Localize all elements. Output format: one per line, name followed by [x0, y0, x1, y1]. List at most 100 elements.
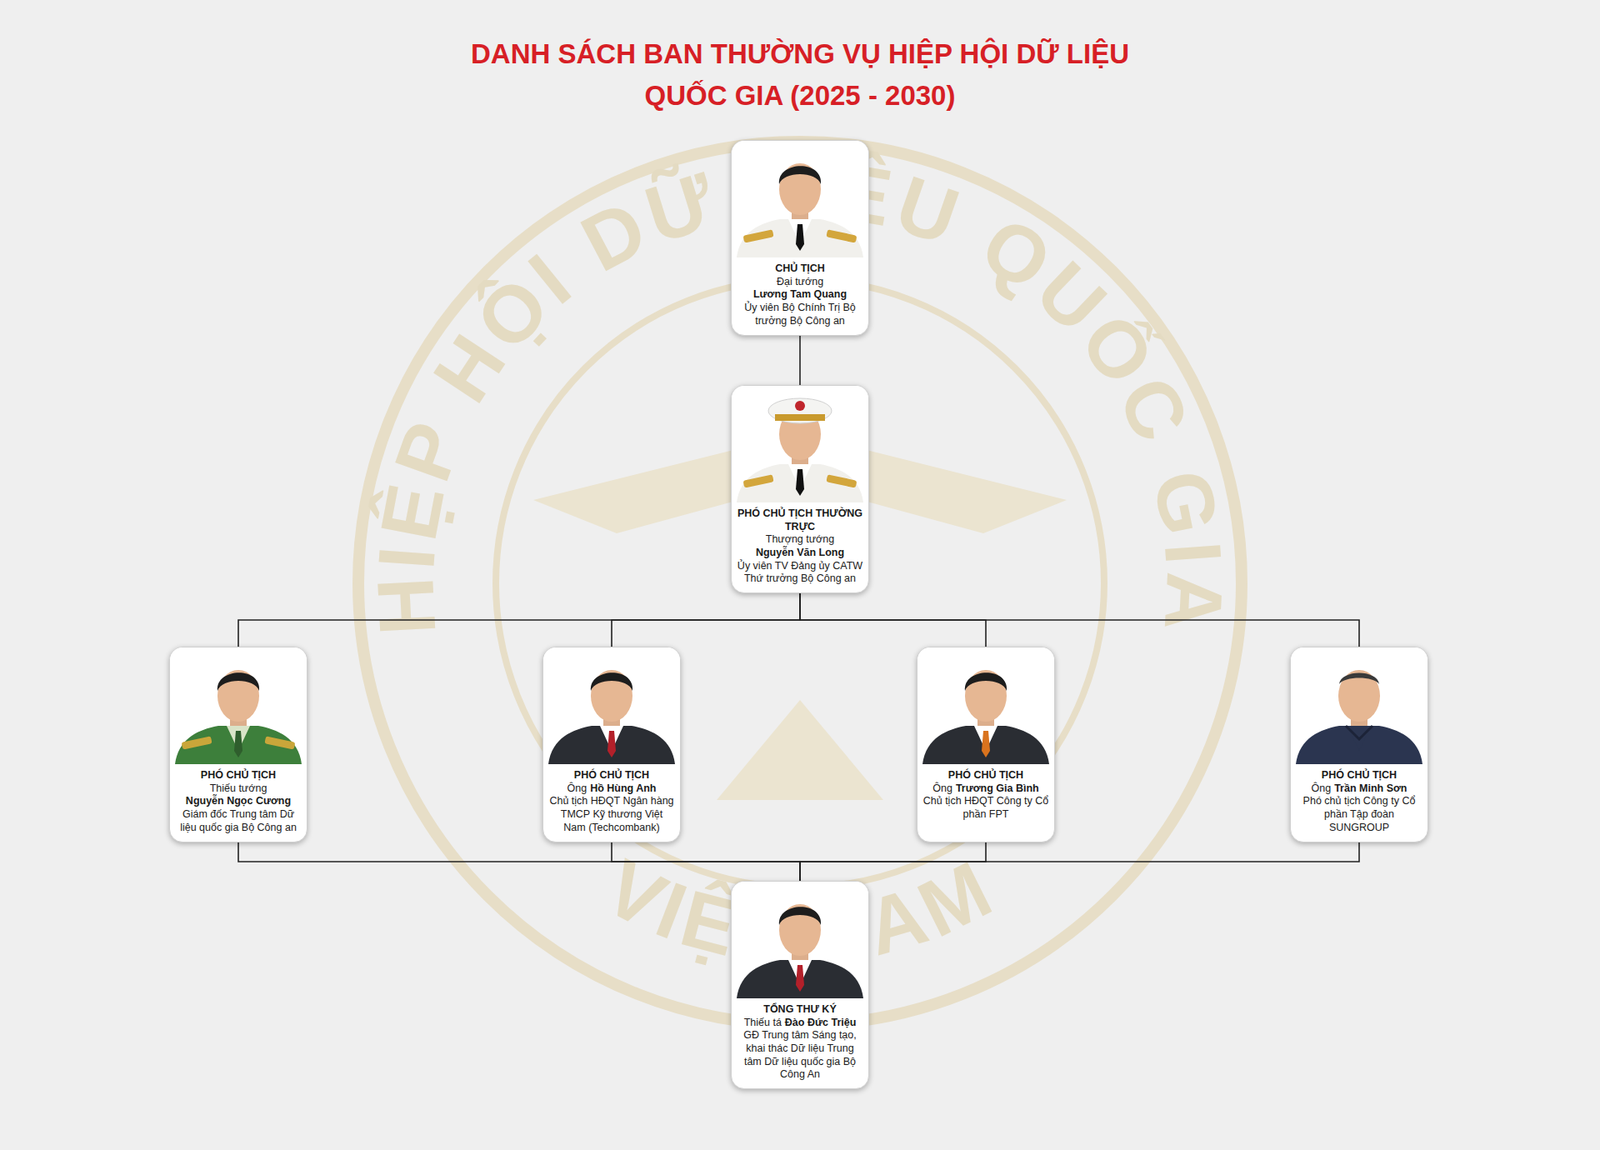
connector	[799, 335, 801, 385]
card-text: PHÓ CHỦ TỊCHÔngTrần Minh SơnPhó chủ tịch…	[1290, 764, 1428, 841]
member-card: PHÓ CHỦ TỊCHÔngTrần Minh SơnPhó chủ tịch…	[1290, 646, 1429, 843]
name-line: Thiếu táĐào Đức Triệu	[736, 1016, 864, 1030]
photo-shape	[965, 670, 1007, 722]
photo-shape	[731, 385, 869, 503]
watermark-text: HIỆP HỘI DỮ LIỆU QUỐC GIA	[360, 143, 1240, 638]
name-line: Đại tướngLương Tam Quang	[736, 275, 864, 302]
role-title: PHÓ CHỦ TỊCH	[548, 769, 675, 783]
role-title: CHỦ TỊCH	[736, 262, 864, 276]
photo-shape	[743, 229, 775, 243]
photo-shape	[736, 464, 864, 503]
person-name: Nguyễn Ngọc Cương	[185, 795, 291, 807]
photo-shape	[743, 474, 775, 488]
photo-shape	[917, 647, 1055, 765]
photo-shape	[590, 670, 633, 722]
member-card: PHÓ CHỦ TỊCHThiếu tướngNguyễn Ngọc Cương…	[169, 646, 308, 843]
photo-shape	[731, 881, 869, 999]
portrait-photo	[731, 881, 869, 999]
card-text: PHÓ CHỦ TỊCH THƯỜNG TRỰCThượng tướngNguy…	[731, 502, 869, 593]
photo-shape	[779, 906, 821, 925]
photo-shape	[736, 960, 864, 999]
name-line: Thượng tướngNguyễn Văn Long	[736, 533, 864, 560]
portrait-photo	[170, 647, 307, 765]
rank-title: Thiếu tướng	[175, 782, 302, 796]
photo-shape	[779, 904, 821, 956]
photo-shape	[1338, 670, 1380, 722]
photo-shape	[607, 730, 616, 758]
photo-shape	[736, 219, 864, 258]
photo-shape	[768, 398, 832, 424]
photo-shape	[217, 672, 260, 691]
person-name: Trương Gia Bình	[955, 782, 1040, 795]
photo-shape	[779, 165, 821, 185]
position-description: Chủ tịch HĐQT Công ty Cổ phần FPT	[922, 795, 1050, 821]
portrait-photo	[731, 140, 869, 258]
photo-shape	[1295, 725, 1423, 765]
photo-shape	[965, 672, 1007, 691]
connector	[800, 842, 1360, 881]
member-card: PHÓ CHỦ TỊCHÔngTrương Gia BìnhChủ tịch H…	[916, 646, 1055, 843]
portrait-photo	[917, 647, 1055, 765]
role-title: PHÓ CHỦ TỊCH	[1295, 769, 1423, 783]
photo-shape	[170, 647, 307, 765]
card-text: TỔNG THƯ KÝThiếu táĐào Đức TriệuGĐ Trung…	[731, 998, 869, 1089]
rank-title: Thiếu tá	[744, 1016, 782, 1029]
photo-shape	[825, 229, 857, 243]
photo-shape	[1345, 725, 1373, 740]
card-text: PHÓ CHỦ TỊCHThiếu tướngNguyễn Ngọc Cương…	[170, 764, 307, 841]
card-text: PHÓ CHỦ TỊCHÔngTrương Gia BìnhChủ tịch H…	[917, 764, 1055, 829]
portrait-photo	[1290, 647, 1428, 765]
photo-shape	[825, 474, 857, 488]
photo-shape	[795, 224, 805, 251]
photo-shape	[548, 725, 675, 765]
photo-shape	[175, 725, 302, 765]
watermark-text: HIỆP HỘI DỮ LIỆU QUỐC GIA	[360, 143, 1240, 638]
connector	[238, 842, 800, 881]
member-card: CHỦ TỊCHĐại tướngLương Tam QuangỦy viên …	[730, 140, 870, 336]
diagram-title: DANH SÁCH BAN THƯỜNG VỤ HIỆP HỘI DỮ LIỆU…	[466, 33, 1134, 117]
connector	[238, 593, 800, 647]
name-line: ÔngTrương Gia Bình	[922, 782, 1050, 796]
watermark-ring	[358, 141, 1242, 1025]
photo-shape	[181, 735, 213, 750]
member-card: PHÓ CHỦ TỊCHÔngHồ Hùng AnhChủ tịch HĐQT …	[542, 646, 681, 843]
photo-shape	[234, 730, 243, 758]
role-title: PHÓ CHỦ TỊCH	[175, 769, 302, 783]
rank-title: Ông	[1310, 782, 1331, 795]
position-description: Chủ tịch HĐQT Ngân hàng TMCP Kỹ thương V…	[548, 795, 675, 835]
rank-title: Ông	[932, 782, 953, 795]
name-line: Thiếu tướngNguyễn Ngọc Cương	[175, 782, 302, 809]
connector	[800, 593, 1360, 647]
portrait-photo	[543, 647, 680, 765]
photo-shape	[779, 163, 821, 215]
name-line: ÔngHồ Hùng Anh	[548, 782, 675, 796]
rank-title: Ông	[566, 782, 587, 795]
rank-title: Đại tướng	[736, 275, 864, 290]
member-card: TỔNG THƯ KÝThiếu táĐào Đức TriệuGĐ Trung…	[730, 880, 870, 1090]
position-description: GĐ Trung tâm Sáng tạo, khai thác Dữ liệu…	[736, 1029, 864, 1082]
photo-shape	[795, 400, 805, 411]
photo-shape	[795, 469, 805, 496]
card-text: PHÓ CHỦ TỊCHÔngHồ Hùng AnhChủ tịch HĐQT …	[543, 764, 680, 841]
photo-shape	[922, 725, 1050, 765]
role-title: TỔNG THƯ KÝ	[736, 1003, 864, 1017]
person-name: Nguyễn Văn Long	[755, 546, 845, 559]
photo-shape	[590, 672, 633, 691]
photo-shape	[1339, 673, 1380, 685]
role-title: PHÓ CHỦ TỊCH	[922, 769, 1050, 783]
connector	[611, 842, 800, 881]
card-text: CHỦ TỊCHĐại tướngLương Tam QuangỦy viên …	[731, 257, 869, 335]
photo-shape	[775, 414, 825, 421]
position-description: Ủy viên TV Đảng ủy CATW Thứ trưởng Bộ Cô…	[736, 560, 864, 586]
position-description: Ủy viên Bộ Chính Trị Bộ trưởng Bộ Công a…	[736, 301, 864, 328]
role-title: PHÓ CHỦ TỊCH THƯỜNG TRỰC	[736, 507, 864, 534]
rank-title: Thượng tướng	[736, 533, 864, 547]
watermark-ring	[495, 279, 1105, 888]
name-line: ÔngTrần Minh Sơn	[1295, 782, 1423, 796]
photo-shape	[795, 965, 805, 992]
position-description: Giám đốc Trung tâm Dữ liệu quốc gia Bộ C…	[175, 808, 302, 835]
photo-shape	[731, 140, 869, 258]
connector	[611, 593, 800, 647]
photo-shape	[264, 735, 295, 750]
